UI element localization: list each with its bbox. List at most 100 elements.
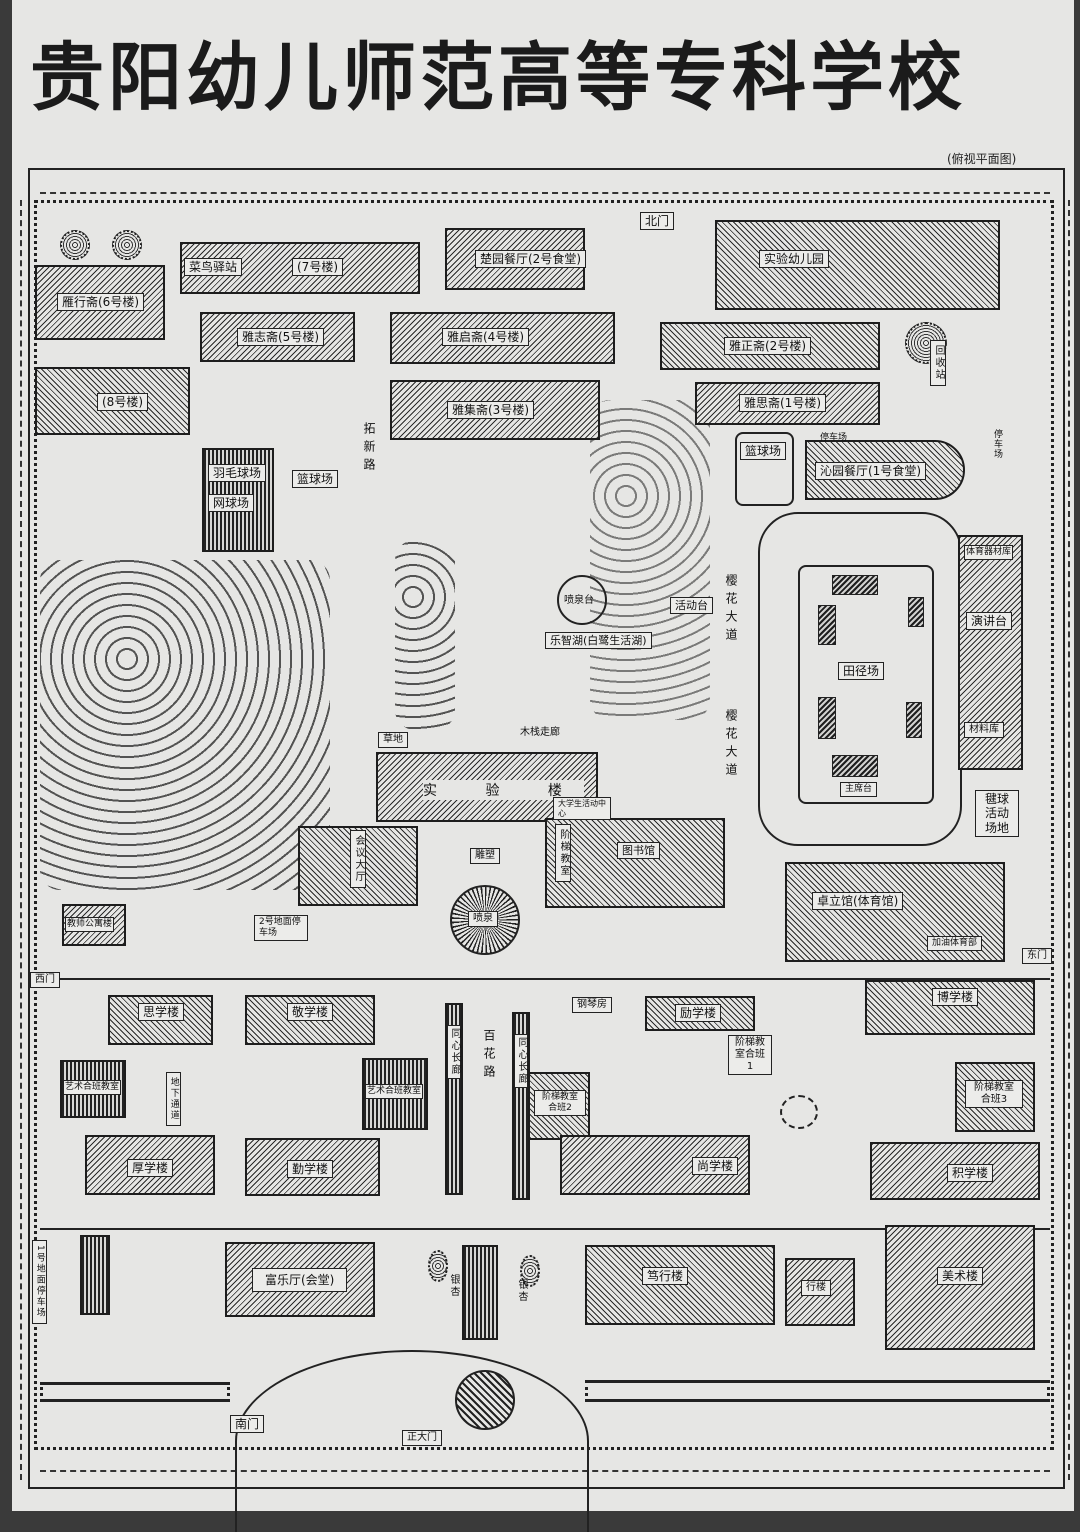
building-5[interactable]: 雅志斋(5号楼) [200,312,355,362]
lecture-3-building[interactable]: 阶梯教室合班3 [955,1062,1035,1132]
track-field-label: 田径场 [838,662,885,681]
jixue-building[interactable]: 积学楼 [870,1142,1040,1200]
sakura-avenue-2: 樱花大道 [724,709,738,781]
parking-2[interactable]: 2号地面停车场 [254,915,308,941]
jingxue-label: 敬学楼 [287,1003,334,1022]
lixue-label: 励学楼 [675,1004,722,1023]
gym[interactable]: 卓立馆(体育馆) 加油体育部 [785,862,1005,962]
materials-label: 材料库 [964,722,1004,738]
ginkgo-1: 银杏 [448,1274,459,1298]
corridor-1[interactable]: 同心长廊 [445,1003,463,1195]
building-4[interactable]: 雅启斋(4号楼) [390,312,615,364]
badminton-tennis-courts[interactable]: 羽毛球场 网球场 [202,448,274,552]
lecture-1[interactable]: 阶梯教室合班1 [728,1035,772,1075]
qinxue-building[interactable]: 勤学楼 [245,1138,380,1196]
school-emblem [455,1370,515,1430]
lecture-room-label: 阶梯教室 [555,824,571,882]
basketball-court-right[interactable]: 篮球场 [735,432,794,506]
building-2[interactable]: 雅正斋(2号楼) [660,322,880,370]
field-marker [906,702,922,738]
south-gate-plaza [235,1350,589,1532]
houxue-label: 厚学楼 [127,1159,174,1178]
jingxue-building[interactable]: 敬学楼 [245,995,375,1045]
houxue-building[interactable]: 厚学楼 [85,1135,215,1195]
south-west-block [80,1235,110,1315]
shangxue-building[interactable]: 尚学楼 [560,1135,750,1195]
duxing-building[interactable]: 笃行楼 [585,1245,775,1325]
building-8[interactable]: (8号楼) [35,367,190,435]
gym-office-label: 加油体育部 [927,936,983,951]
basketball-court-left[interactable]: 篮球场 [292,470,339,489]
chuyuan-canteen[interactable]: 楚园餐厅(2号食堂) [445,228,586,290]
small-bld-label: 行楼 [801,1280,831,1296]
fountain[interactable]: 喷泉 [450,885,520,955]
piano-room[interactable]: 钢琴房 [572,997,612,1013]
grandstand[interactable]: 体育器材库 演讲台 材料库 [958,535,1023,770]
qinxue-label: 勤学楼 [287,1160,334,1179]
north-road [40,192,1050,194]
hedge-line [40,978,1050,980]
lecture-2-label: 阶梯教室合班2 [534,1090,586,1116]
building-4-label: 雅启斋(4号楼) [442,328,529,347]
hall-building[interactable]: 富乐厅(会堂) [225,1242,375,1317]
north-gate[interactable]: 北门 [640,212,675,231]
building-1[interactable]: 雅思斋(1号楼) [695,382,880,425]
corridor-2-label: 同心长廊 [514,1034,528,1088]
art-class-2[interactable]: 艺术合班教室 [362,1058,428,1130]
fountain-stage-label: 喷泉台 [564,595,594,606]
track-field[interactable]: 田径场 主席台 [798,565,934,804]
sculpture[interactable]: 雕塑 [470,848,500,864]
recycle-station[interactable]: 回收站 [930,340,946,386]
parking-a: 停车场 [820,433,848,443]
tunnel[interactable]: 地下通道 [166,1072,181,1126]
student-center[interactable]: 大学生活动中心 [553,797,611,821]
building-7[interactable]: 菜鸟驿站 (7号楼) [180,242,420,294]
art-class-1[interactable]: 艺术合班教室 [60,1060,126,1118]
lixue-building[interactable]: 励学楼 [645,996,755,1031]
lawn: 草地 [378,732,408,748]
compass-icon [780,1095,818,1129]
building-3[interactable]: 雅集斋(3号楼) [390,380,600,440]
building-8-label: (8号楼) [97,393,148,412]
parking-b: 停车场 [992,429,1002,459]
south-shrubs [40,1382,230,1402]
boxue-building[interactable]: 博学楼 [865,980,1035,1035]
south-shrubs [585,1380,1050,1402]
building-6[interactable]: 雁行斋(6号楼) [35,265,165,340]
lake-forest [590,400,710,720]
fountain-stage[interactable]: 喷泉台 [557,575,607,625]
forest-area [40,560,330,890]
south-gate[interactable]: 南门 [230,1415,265,1434]
podium-label: 演讲台 [966,612,1013,631]
art-class-2-label: 艺术合班教室 [365,1084,424,1099]
library-wing[interactable]: 阶梯教室 图书馆 [545,818,725,908]
lab-building[interactable]: 实 验 楼 [376,752,598,822]
ginkgo-tree-icon [428,1250,448,1282]
main-gate[interactable]: 正大门 [402,1430,442,1446]
activity-stage[interactable]: 活动台 [670,597,713,615]
tennis-label: 网球场 [208,494,255,513]
teacher-apartment[interactable]: 教师公寓楼 [62,904,126,946]
fountain-label: 喷泉 [468,911,498,927]
sixue-building[interactable]: 思学楼 [108,995,213,1045]
lecture-2-building[interactable]: 阶梯教室合班2 [528,1072,590,1140]
library-label: 图书馆 [617,842,660,860]
lake-label[interactable]: 乐智湖(白鹭生活湖) [545,632,652,650]
east-building[interactable]: 美术楼 [885,1225,1035,1350]
west-gate[interactable]: 西门 [30,972,60,988]
chuyuan-label: 楚园餐厅(2号食堂) [475,250,586,269]
boxue-label: 博学楼 [932,988,979,1007]
tuoxin-road: 拓新路 [362,422,376,476]
forest-strip [395,540,455,730]
parking-1[interactable]: 1号地面停车场 [32,1240,47,1324]
meeting-hall-wing[interactable]: 会议大厅 [298,826,418,906]
qinyuan-canteen[interactable]: 沁园餐厅(1号食堂) [805,440,965,500]
map-title: 贵阳幼儿师范高等专科学校 [30,35,966,121]
equipment-label: 体育器材库 [964,545,1014,560]
building-5-label: 雅志斋(5号楼) [237,328,324,347]
east-gate[interactable]: 东门 [1022,948,1052,964]
shuttlecock-area[interactable]: 毽球活动场地 [975,790,1019,838]
small-building[interactable]: 行楼 [785,1258,855,1326]
lab-building-label: 实 验 楼 [423,780,584,800]
kindergarten[interactable]: 实验幼儿园 [715,220,1000,310]
